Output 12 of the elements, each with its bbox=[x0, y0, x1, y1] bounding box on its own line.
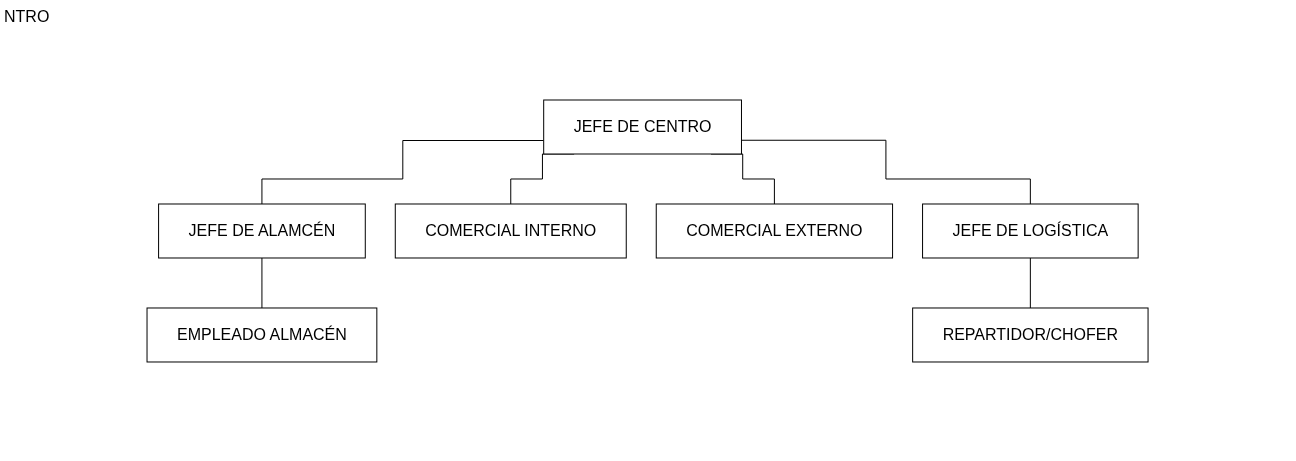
node-box: JEFE DE CENTRO bbox=[543, 99, 743, 154]
node-box: JEFE DE ALAMCÉN bbox=[158, 203, 367, 258]
node-box: COMERCIAL INTERNO bbox=[395, 203, 628, 258]
connector bbox=[261, 257, 263, 308]
node-box: JEFE DE LOGÍSTICA bbox=[922, 203, 1140, 258]
node-box: REPARTIDOR/CHOFER bbox=[912, 307, 1149, 362]
node-box: COMERCIAL EXTERNO bbox=[656, 203, 894, 258]
node-box: EMPLEADO ALMACÉN bbox=[147, 307, 378, 362]
connector bbox=[261, 139, 545, 204]
note-text: NTRO bbox=[4, 8, 50, 26]
connector bbox=[741, 139, 1032, 204]
connector bbox=[1030, 257, 1032, 308]
